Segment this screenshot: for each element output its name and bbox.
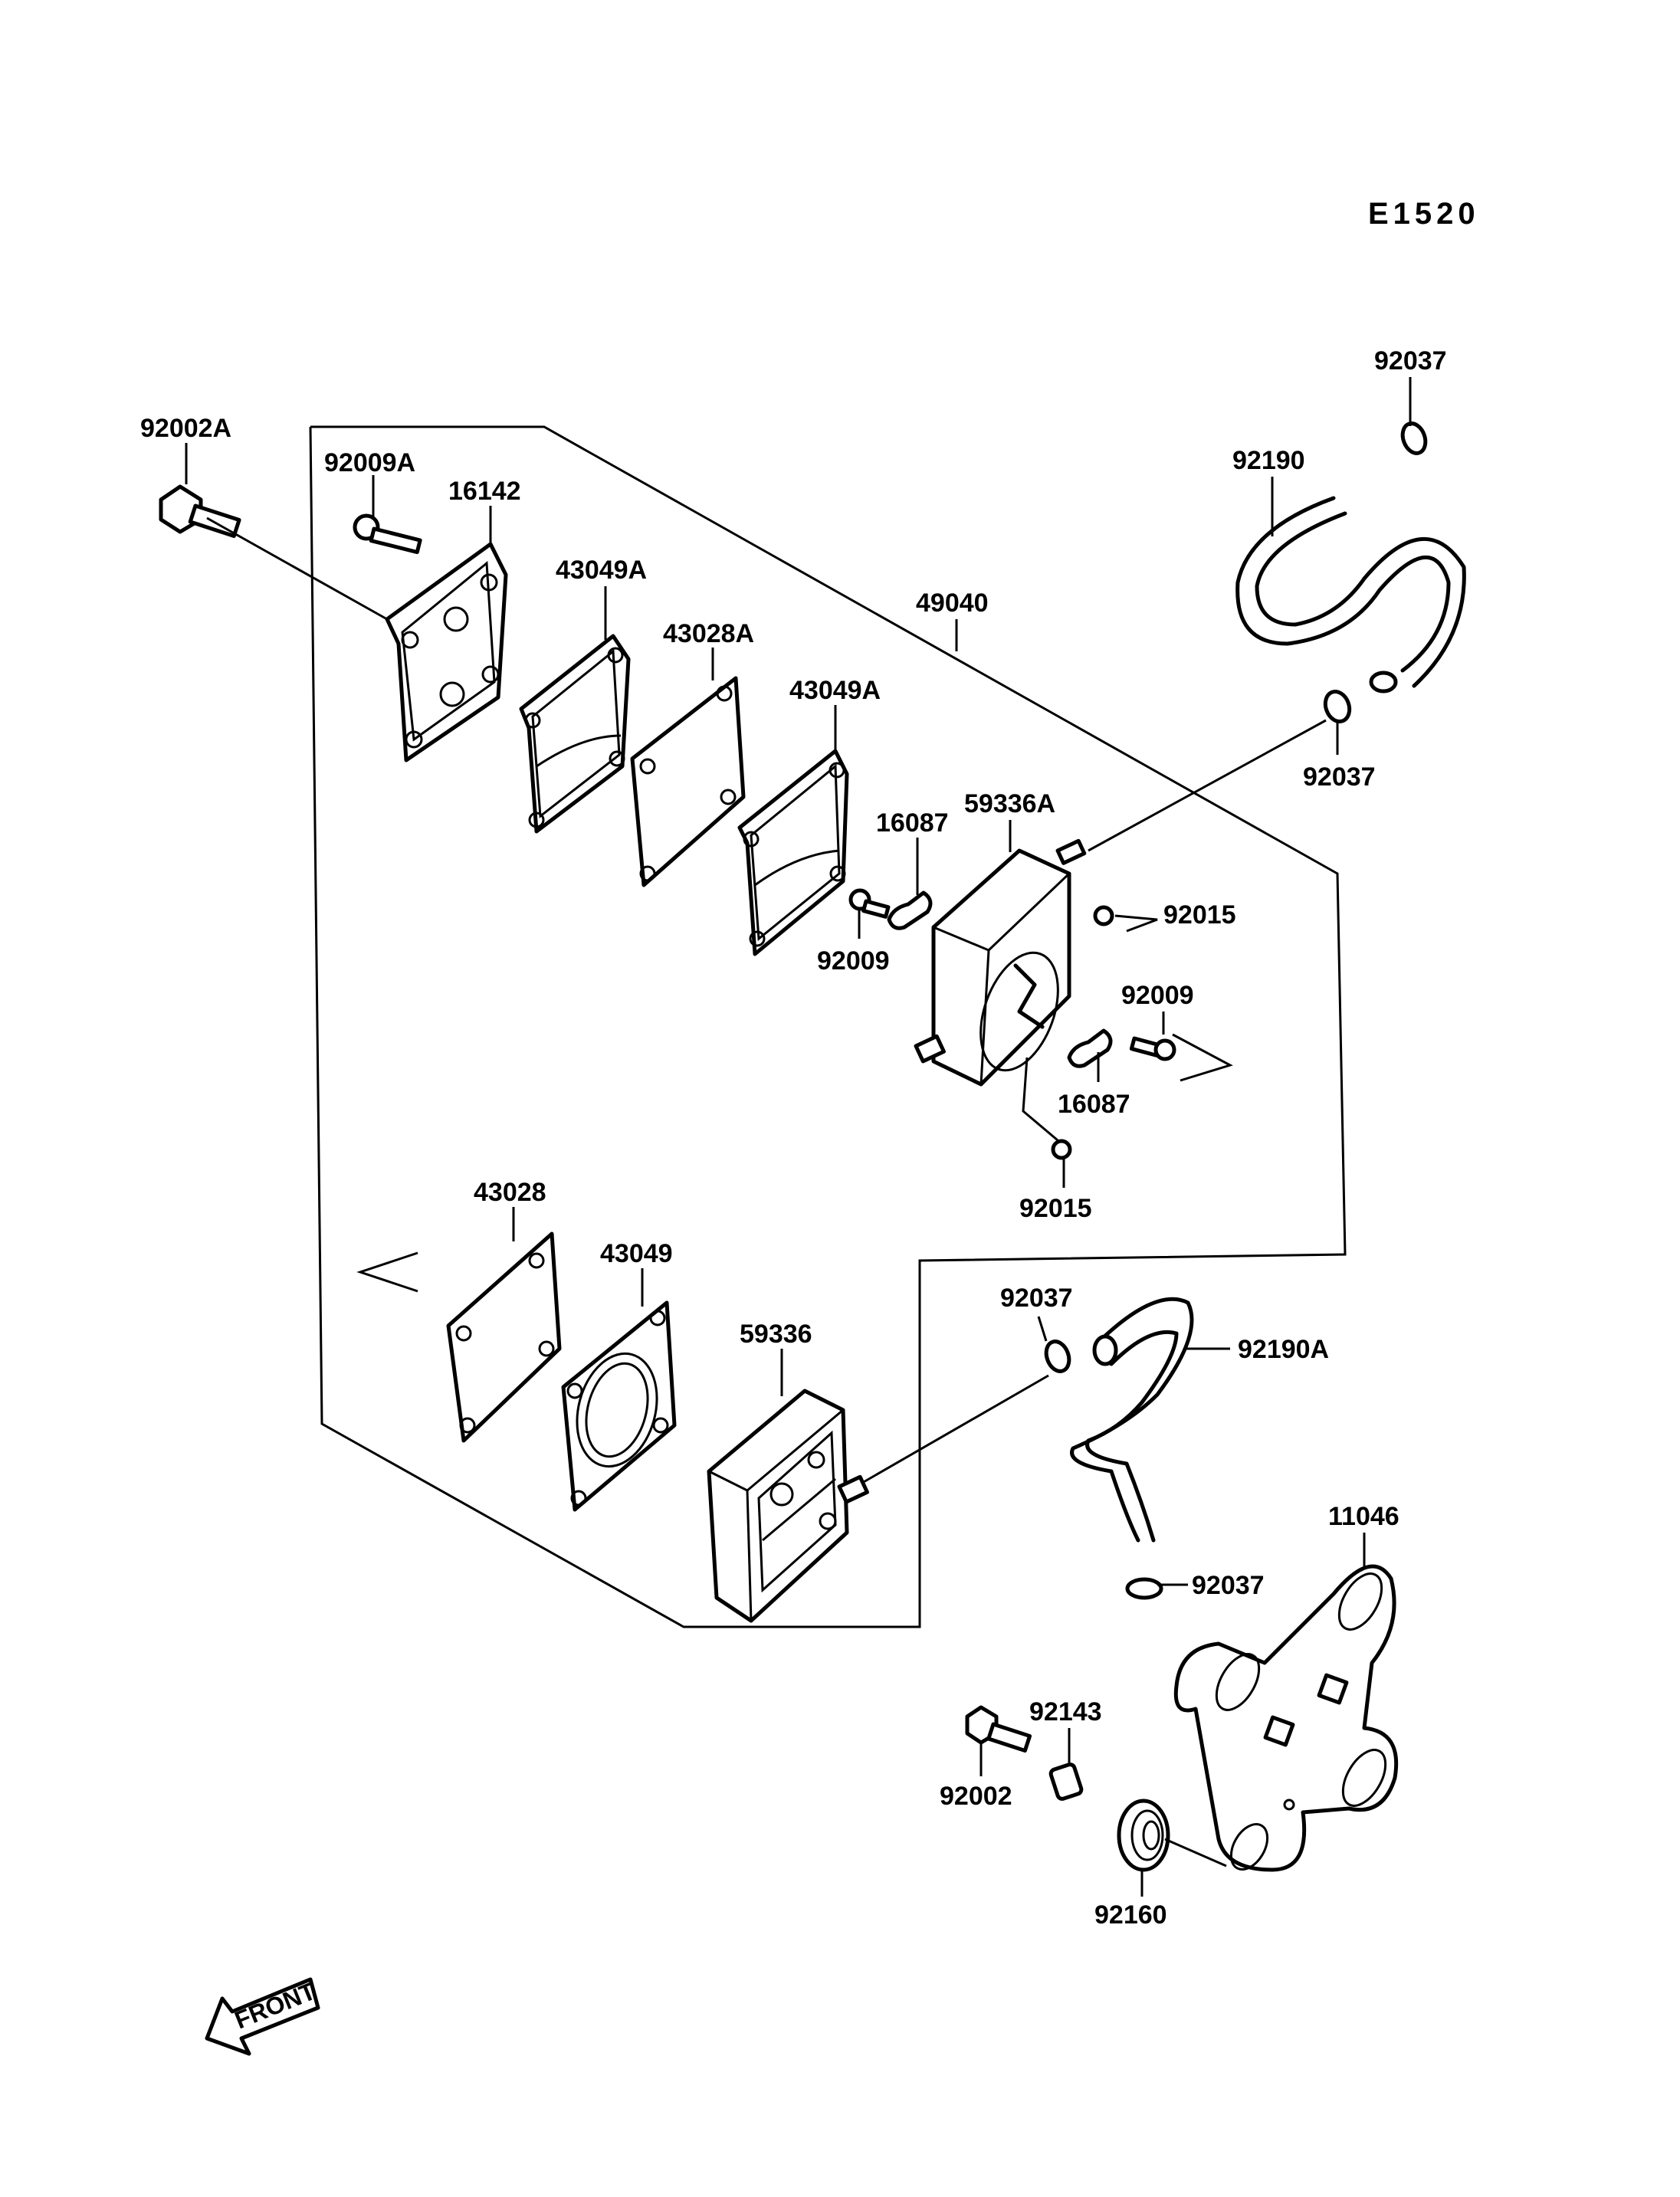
gasket-43049A-2 xyxy=(737,749,849,956)
label-16087-2: 16087 xyxy=(1058,1090,1130,1119)
cover-59336 xyxy=(707,1389,869,1623)
grommet-92160 xyxy=(1117,1799,1227,1872)
label-92190A: 92190A xyxy=(1238,1335,1329,1364)
label-92160: 92160 xyxy=(1094,1900,1167,1930)
label-92037-3: 92037 xyxy=(1000,1284,1073,1313)
nut-92015-1 xyxy=(1093,905,1158,933)
label-43049A-2: 43049A xyxy=(789,676,881,705)
label-16142: 16142 xyxy=(448,477,521,506)
leader-lines xyxy=(185,377,1412,1897)
label-16087-1: 16087 xyxy=(876,808,949,838)
clip-92037-3 xyxy=(861,1340,1071,1484)
label-92002: 92002 xyxy=(940,1782,1012,1811)
hose-92190 xyxy=(1235,496,1466,694)
bolt-92002 xyxy=(965,1705,1032,1753)
screw-92009-1 xyxy=(848,888,891,919)
label-49040: 49040 xyxy=(916,589,989,618)
gasket-43028 xyxy=(446,1231,562,1443)
label-92190: 92190 xyxy=(1232,446,1305,475)
clip-92037-4 xyxy=(1125,1577,1163,1600)
label-92037-2: 92037 xyxy=(1303,762,1376,792)
label-59336: 59336 xyxy=(740,1320,812,1349)
assembly-outline xyxy=(309,425,1347,1628)
label-92009A: 92009A xyxy=(324,448,415,477)
bolt-92002A xyxy=(159,484,388,621)
label-43028: 43028 xyxy=(474,1178,546,1207)
label-43028A: 43028A xyxy=(663,619,754,648)
label-92037-1: 92037 xyxy=(1374,346,1447,375)
label-43049A-1: 43049A xyxy=(556,556,647,585)
label-92009-1: 92009 xyxy=(817,946,890,976)
label-11046: 11046 xyxy=(1328,1502,1399,1531)
gasket-43049A-1 xyxy=(519,634,631,834)
valve-16087-2 xyxy=(1067,1028,1113,1068)
gasket-43028A xyxy=(630,676,746,887)
label-59336A: 59336A xyxy=(964,789,1055,818)
indicator-arrow-left xyxy=(356,1251,418,1293)
collar-92143 xyxy=(1048,1763,1084,1801)
label-92015-1: 92015 xyxy=(1163,900,1236,930)
part-labels: 92002A 92009A 16142 43049A 43028A 43049A… xyxy=(140,346,1447,1930)
valve-16087-1 xyxy=(887,890,933,930)
label-92143: 92143 xyxy=(1029,1697,1102,1726)
pump-body-59336A xyxy=(914,719,1327,1087)
label-92037-4: 92037 xyxy=(1192,1571,1265,1600)
clip-92037-1 xyxy=(1400,421,1428,455)
diagram-code: E1520 xyxy=(1368,197,1480,231)
label-92002A: 92002A xyxy=(140,414,231,443)
hose-92190A xyxy=(1070,1297,1194,1543)
label-43049: 43049 xyxy=(600,1239,673,1268)
screw-92009-2 xyxy=(1129,1036,1176,1061)
indicator-arrow-right xyxy=(1172,1033,1233,1082)
nut-92015-2 xyxy=(1022,1057,1072,1160)
bracket-11046 xyxy=(1173,1564,1399,1872)
clip-92037-2 xyxy=(1323,690,1352,723)
cover-16142 xyxy=(385,542,508,762)
screw-92009A xyxy=(353,513,422,555)
front-arrow-icon: FRONT xyxy=(205,1977,320,2056)
gasket-43049 xyxy=(561,1300,677,1512)
label-92009-2: 92009 xyxy=(1121,981,1194,1010)
label-92015-2: 92015 xyxy=(1019,1194,1092,1223)
